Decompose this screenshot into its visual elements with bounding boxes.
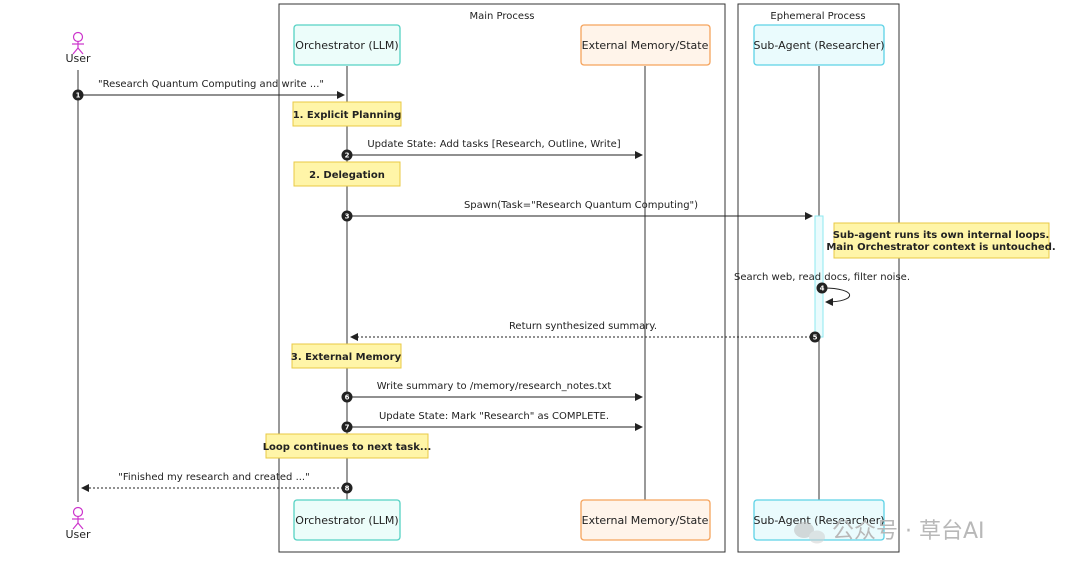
- orchestrator-label-top: Orchestrator (LLM): [295, 39, 398, 52]
- message-2-number: 2: [345, 152, 350, 160]
- memory-label-top: External Memory/State: [582, 39, 709, 52]
- ephemeral-process-label: Ephemeral Process: [770, 11, 865, 22]
- message-3-badge: [341, 210, 353, 222]
- message-8-badge: [341, 482, 353, 494]
- user-label-top: User: [65, 52, 91, 65]
- note-external-memory-text: 3. External Memory: [291, 352, 402, 363]
- message-6-badge: [341, 391, 353, 403]
- memory-box-bottom: [580, 499, 711, 541]
- main-process-label: Main Process: [470, 11, 535, 22]
- orchestrator-box-top: [293, 24, 401, 66]
- message-5-number: 5: [813, 334, 818, 342]
- message-4-self-loop: [822, 287, 850, 306]
- note-planning: [292, 101, 402, 127]
- watermark-text: 公众号 · 草台AI: [832, 519, 985, 544]
- message-7-label: Update State: Mark "Research" as COMPLET…: [379, 411, 609, 422]
- message-1-label: "Research Quantum Computing and write ..…: [98, 79, 324, 90]
- message-4-number: 4: [820, 285, 825, 293]
- note-loop-text: Loop continues to next task...: [263, 442, 432, 453]
- wechat-icon: [794, 522, 825, 544]
- message-5-label: Return synthesized summary.: [509, 321, 657, 332]
- message-1-badge: [72, 89, 84, 101]
- message-4-label: Search web, read docs, filter noise.: [734, 272, 910, 283]
- subagent-label-top: Sub-Agent (Researcher): [753, 39, 884, 52]
- message-2-label: Update State: Add tasks [Research, Outli…: [367, 139, 620, 150]
- note-subagent: [833, 222, 1050, 259]
- note-delegation: [293, 161, 401, 187]
- message-6-label: Write summary to /memory/research_notes.…: [377, 381, 612, 392]
- message-8-number: 8: [345, 485, 350, 493]
- message-7-badge: [341, 421, 353, 433]
- message-3-number: 3: [345, 213, 350, 221]
- user-actor-top: [72, 31, 84, 55]
- user-label-bottom: User: [65, 528, 91, 541]
- memory-label-bottom: External Memory/State: [582, 514, 709, 527]
- orchestrator-label-bottom: Orchestrator (LLM): [295, 514, 398, 527]
- note-subagent-line-2: Main Orchestrator context is untouched.: [826, 242, 1055, 253]
- note-delegation-text: 2. Delegation: [309, 170, 385, 181]
- orchestrator-box-bottom: [293, 499, 401, 541]
- subagent-label-bottom: Sub-Agent (Researcher): [753, 514, 884, 527]
- message-2-badge: [341, 149, 353, 161]
- ephemeral-process-group: [737, 3, 900, 553]
- message-4-badge: [816, 282, 828, 294]
- message-5-badge: [809, 331, 821, 343]
- user-actor-bottom: [72, 506, 84, 530]
- message-6-number: 6: [345, 394, 350, 402]
- note-external-memory: [291, 343, 402, 369]
- message-3-label: Spawn(Task="Research Quantum Computing"): [464, 200, 698, 211]
- message-1-number: 1: [76, 92, 81, 100]
- message-8-label: "Finished my research and created ...": [118, 472, 309, 483]
- main-process-group: [278, 3, 726, 553]
- subagent-box-top: [753, 24, 885, 66]
- message-7-number: 7: [345, 424, 350, 432]
- note-loop: [265, 433, 429, 459]
- note-planning-text: 1. Explicit Planning: [293, 110, 402, 121]
- note-subagent-line-1: Sub-agent runs its own internal loops.: [833, 230, 1050, 241]
- memory-box-top: [580, 24, 711, 66]
